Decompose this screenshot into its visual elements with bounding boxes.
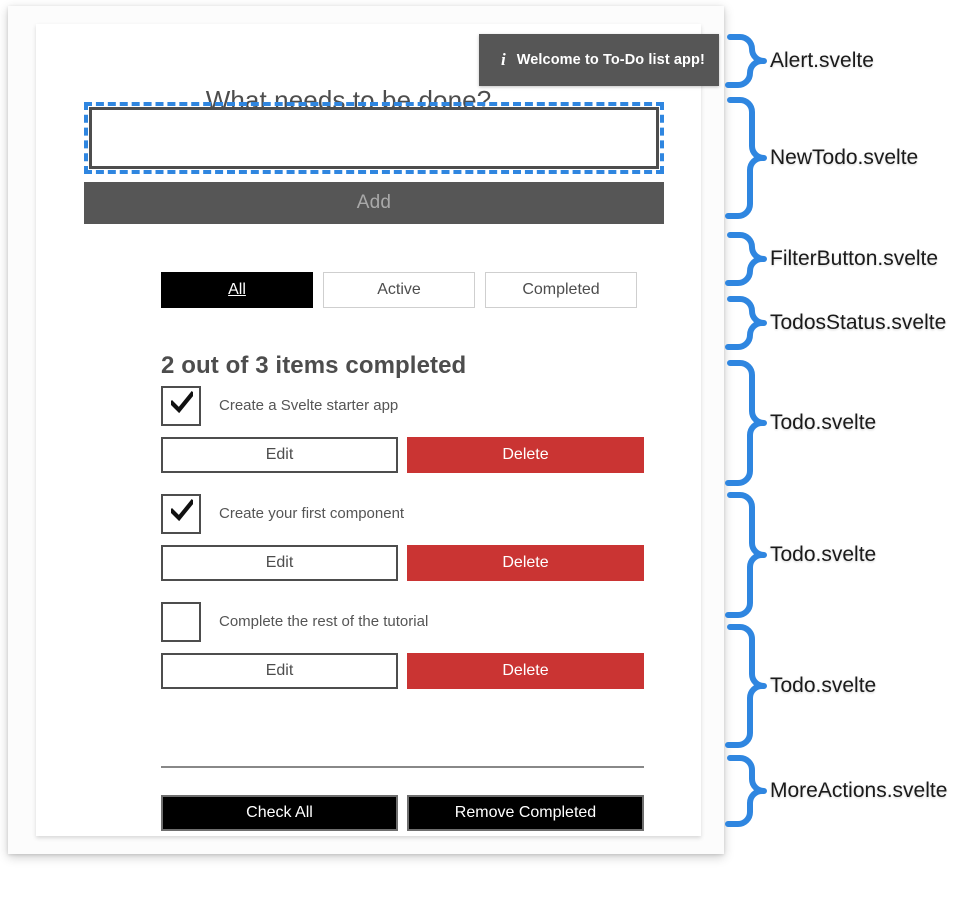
- edit-todo-button[interactable]: Edit: [161, 545, 398, 581]
- more-actions-group: Check All Remove Completed: [161, 795, 644, 831]
- check-icon: [171, 499, 193, 522]
- filter-button-completed[interactable]: Completed: [485, 272, 637, 308]
- edit-todo-button[interactable]: Edit: [161, 653, 398, 689]
- annotation-bracket: Todo.svelte: [725, 624, 876, 748]
- annotation-label: FilterButton.svelte: [770, 247, 939, 270]
- filter-button-active-label: Active: [377, 281, 421, 298]
- annotation-label: Todo.svelte: [770, 411, 877, 434]
- annotation-bracket: NewTodo.svelte: [725, 97, 918, 219]
- alert-toast[interactable]: i Welcome to To-Do list app!: [479, 34, 719, 86]
- bracket-icon: [725, 232, 767, 286]
- alert-message: Welcome to To-Do list app!: [516, 52, 705, 68]
- bracket-icon: [725, 34, 767, 88]
- todo-actions: Edit Delete: [161, 653, 644, 689]
- annotation-bracket: TodosStatus.svelte: [725, 296, 946, 350]
- todo-header: Create your first component: [161, 494, 644, 534]
- filter-button-all-label: All: [228, 281, 246, 298]
- todo-actions: Edit Delete: [161, 545, 644, 581]
- annotation-bracket: MoreActions.svelte: [725, 755, 947, 827]
- annotation-label: Todo.svelte: [770, 543, 877, 566]
- todo-actions: Edit Delete: [161, 437, 644, 473]
- remove-completed-button[interactable]: Remove Completed: [407, 795, 644, 831]
- annotation-bracket: Todo.svelte: [725, 360, 876, 486]
- info-icon: i: [501, 50, 506, 69]
- new-todo-input[interactable]: [89, 107, 659, 169]
- new-todo-field-wrapper: [84, 102, 664, 174]
- bracket-icon: [725, 296, 767, 350]
- todo-checkbox[interactable]: [161, 494, 201, 534]
- todo-list: Create a Svelte starter app Edit Delete: [161, 386, 644, 710]
- delete-todo-button[interactable]: Delete: [407, 653, 644, 689]
- add-todo-button[interactable]: Add: [84, 182, 664, 224]
- check-icon: [171, 391, 193, 414]
- todo-header: Create a Svelte starter app: [161, 386, 644, 426]
- filter-button-all[interactable]: All: [161, 272, 313, 308]
- todo-app-card: What needs to be done? Add All Active Co…: [36, 24, 701, 836]
- filter-button-active[interactable]: Active: [323, 272, 475, 308]
- annotation-bracket: FilterButton.svelte: [725, 232, 938, 286]
- check-all-button[interactable]: Check All: [161, 795, 398, 831]
- bracket-icon: [725, 624, 767, 748]
- app-page-panel: What needs to be done? Add All Active Co…: [8, 6, 724, 854]
- annotation-bracket: Todo.svelte: [725, 492, 876, 618]
- todo-checkbox[interactable]: [161, 602, 201, 642]
- filter-button-completed-label: Completed: [522, 281, 600, 298]
- todo-item: Create a Svelte starter app Edit Delete: [161, 386, 644, 473]
- todos-status-heading: 2 out of 3 items completed: [161, 351, 467, 379]
- annotation-label: Todo.svelte: [770, 674, 877, 697]
- annotation-label: TodosStatus.svelte: [770, 311, 947, 334]
- todo-checkbox[interactable]: [161, 386, 201, 426]
- section-divider: [161, 766, 644, 768]
- todo-label[interactable]: Complete the rest of the tutorial: [219, 613, 429, 630]
- todo-label[interactable]: Create your first component: [219, 505, 405, 522]
- delete-todo-button[interactable]: Delete: [407, 545, 644, 581]
- annotation-label: MoreActions.svelte: [770, 779, 948, 802]
- bracket-icon: [725, 492, 767, 618]
- bracket-icon: [725, 360, 767, 486]
- annotation-bracket: Alert.svelte: [725, 34, 874, 88]
- annotation-label: Alert.svelte: [770, 49, 874, 72]
- todo-item: Create your first component Edit Delete: [161, 494, 644, 581]
- filter-button-group: All Active Completed: [161, 272, 637, 308]
- todo-item: Complete the rest of the tutorial Edit D…: [161, 602, 644, 689]
- todo-label[interactable]: Create a Svelte starter app: [219, 397, 399, 414]
- edit-todo-button[interactable]: Edit: [161, 437, 398, 473]
- todo-header: Complete the rest of the tutorial: [161, 602, 644, 642]
- bracket-icon: [725, 97, 767, 219]
- annotation-label: NewTodo.svelte: [770, 146, 919, 169]
- bracket-icon: [725, 755, 767, 827]
- delete-todo-button[interactable]: Delete: [407, 437, 644, 473]
